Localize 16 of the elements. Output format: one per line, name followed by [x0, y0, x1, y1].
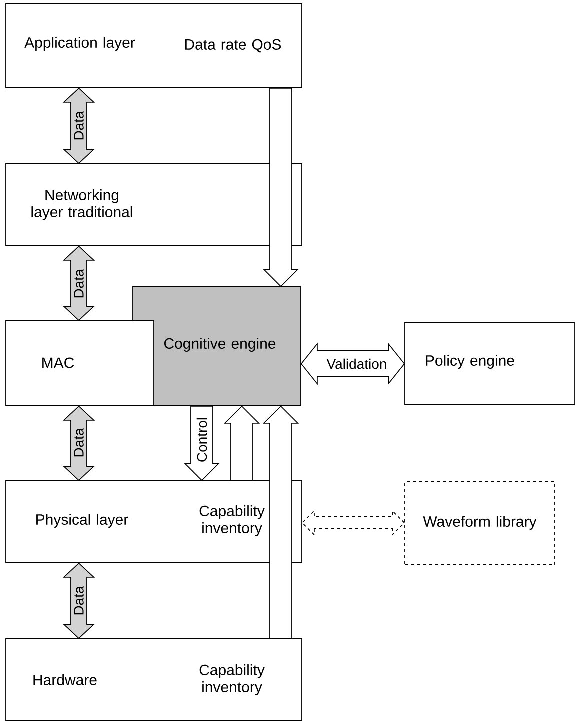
library-box: Waveform library — [404, 482, 556, 566]
block-arrow — [302, 510, 406, 536]
block-arrow — [262, 88, 300, 288]
edge-label: Data — [74, 428, 84, 458]
edge-label: Data — [74, 268, 84, 300]
layer-box: MAC — [6, 320, 154, 406]
block-arrow — [262, 406, 300, 639]
layer-box: Networking layer traditional — [6, 164, 302, 246]
block-arrow — [224, 406, 260, 481]
edge-label: Data — [74, 586, 84, 616]
layer-box: Hardware Capability inventory — [6, 638, 302, 721]
layer-box: Physical layer Capability inventory — [6, 480, 302, 564]
engine-box: Cognitive engine — [132, 286, 302, 406]
engine-box: Policy engine — [404, 322, 575, 406]
layer-box: Application layer Data rate QoS — [6, 4, 302, 88]
edge-label: Data — [74, 110, 84, 142]
